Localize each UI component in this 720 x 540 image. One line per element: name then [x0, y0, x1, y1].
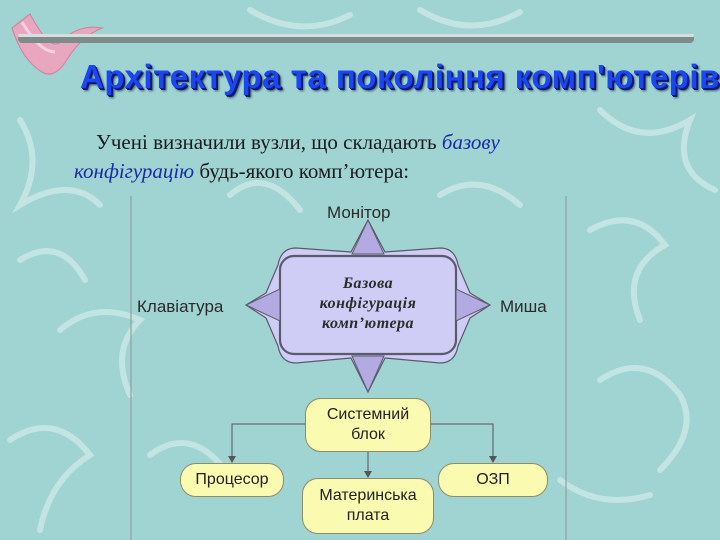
box-processor-label: Процесор	[195, 471, 269, 488]
label-keyboard: Клавіатура	[137, 297, 224, 316]
connector-arrow-motherboard	[364, 471, 372, 478]
center-label-line-2: конфігурація	[319, 295, 417, 312]
box-system-unit-line-2: блок	[351, 426, 385, 443]
intro-text-1: Учені визначили вузли, що складають	[96, 130, 442, 154]
box-ram-label: ОЗП	[476, 471, 510, 488]
center-label: Базова конфігурація комп’ютера	[286, 274, 450, 334]
slide-title: Архітектура та покоління комп'ютерів	[80, 58, 720, 95]
box-processor: Процесор	[180, 463, 284, 497]
arrow-up	[351, 218, 385, 255]
box-motherboard-line-2: плата	[346, 507, 390, 524]
box-system-unit: Системний блок	[305, 398, 431, 452]
arrow-right	[455, 288, 492, 322]
connector-arrow-ram	[489, 456, 497, 463]
box-ram: ОЗП	[438, 463, 548, 497]
arrow-left	[244, 288, 281, 322]
arrow-down	[351, 355, 385, 394]
intro-paragraph: Учені визначили вузли, що складають базо…	[74, 128, 664, 186]
center-label-line-1: Базова	[342, 275, 394, 292]
label-mouse: Миша	[500, 297, 547, 316]
connector-arrow-processor	[228, 456, 236, 463]
intro-emphasis-2: конфігурацію	[74, 159, 195, 183]
box-motherboard: Материнська плата	[302, 478, 434, 534]
box-motherboard-line-1: Материнська	[319, 487, 417, 504]
box-system-unit-line-1: Системний	[326, 406, 410, 423]
intro-text-2: будь-якого комп’ютера:	[194, 159, 410, 183]
intro-emphasis-1: базову	[441, 130, 500, 154]
center-label-line-3: комп’ютера	[321, 315, 415, 332]
label-monitor: Монітор	[327, 203, 391, 222]
connector-lines	[231, 423, 494, 472]
boomerang-pattern	[7, 7, 718, 533]
